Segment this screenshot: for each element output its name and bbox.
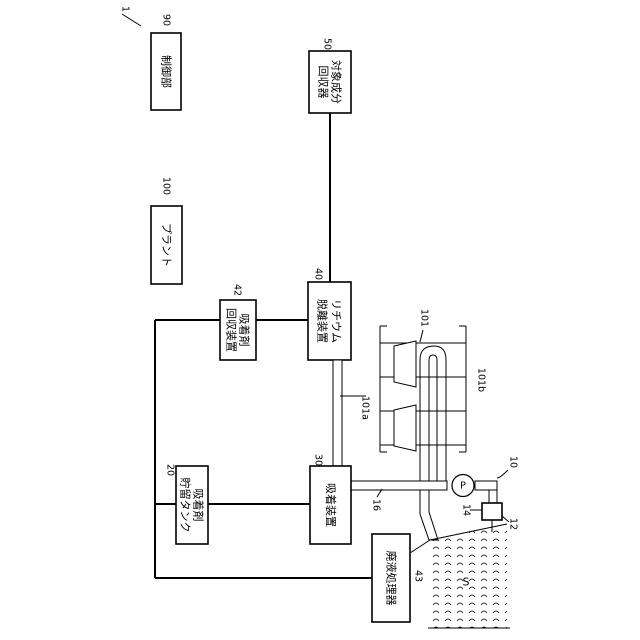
sensor-ref-b: 12	[508, 518, 519, 530]
target-recovery-label-2: 回収器	[317, 66, 330, 99]
sensor-ref-a: 14	[461, 504, 472, 516]
system-ref-leader	[122, 14, 141, 26]
adsorption-device-label: 吸着装置	[324, 483, 338, 527]
control-unit-label: 制御部	[160, 55, 174, 88]
control-unit: 制御部 90	[151, 14, 181, 110]
heat-exchanger: 101 101a 101b	[340, 309, 487, 452]
system-ref: 1	[120, 6, 142, 26]
lithium-desorption-unit: リチウム 脱離装置 40	[308, 268, 351, 360]
target-recovery-unit: 対象成分 回収器 50	[309, 38, 351, 113]
pipe-pump-out	[475, 481, 497, 490]
adsorbent-tank-label-1: 吸着剤	[192, 489, 206, 522]
lithium-desorption-label-2: 脱離装置	[316, 299, 330, 343]
lithium-desorption-ref: 40	[313, 268, 324, 280]
adsorbent-recovery-label-2: 回収装置	[225, 308, 238, 352]
pipe-inlet	[420, 490, 438, 540]
pipe-ref: 16	[371, 499, 382, 511]
liquid-label: S	[463, 576, 470, 589]
plant-label: プラント	[160, 223, 173, 267]
system-ref-label: 1	[120, 6, 131, 12]
lithium-desorption-label-1: リチウム	[330, 299, 343, 343]
adsorption-device-ref: 30	[313, 454, 324, 466]
adsorbent-recovery-unit: 吸着剤 回収装置 42	[220, 284, 256, 360]
target-recovery-ref: 50	[322, 38, 333, 50]
plant-ref: 100	[161, 177, 172, 195]
pump: P	[452, 475, 474, 497]
adsorption-device-unit: 吸着装置 30	[310, 454, 351, 544]
vessel-ref: 10	[508, 456, 519, 468]
hx-tank-upper	[394, 341, 416, 387]
target-recovery-label-1: 対象成分	[330, 60, 344, 104]
waste-treatment-label: 廃液処理器	[385, 551, 399, 606]
hx-ref-a: 101a	[360, 396, 371, 420]
sensor-box	[482, 503, 502, 520]
adsorbent-recovery-ref: 42	[232, 284, 243, 296]
hx-ref: 101	[419, 309, 430, 327]
pump-label: P	[460, 481, 466, 492]
adsorbent-tank-ref: 20	[165, 464, 176, 476]
plant-unit: プラント 100	[151, 177, 182, 284]
adsorbent-tank-label-2: 貯留タンク	[179, 478, 192, 533]
u-tube	[420, 346, 446, 481]
waste-treatment-unit: 廃液処理器 43	[372, 534, 424, 622]
waste-treatment-ref: 43	[413, 570, 424, 582]
hx-tank-lower	[394, 405, 416, 451]
hx-ref-b: 101b	[476, 368, 487, 392]
control-unit-ref: 90	[161, 14, 172, 26]
pipe-101a	[333, 360, 342, 466]
pipe-16	[351, 481, 447, 490]
adsorbent-recovery-label-1: 吸着剤	[238, 314, 252, 347]
